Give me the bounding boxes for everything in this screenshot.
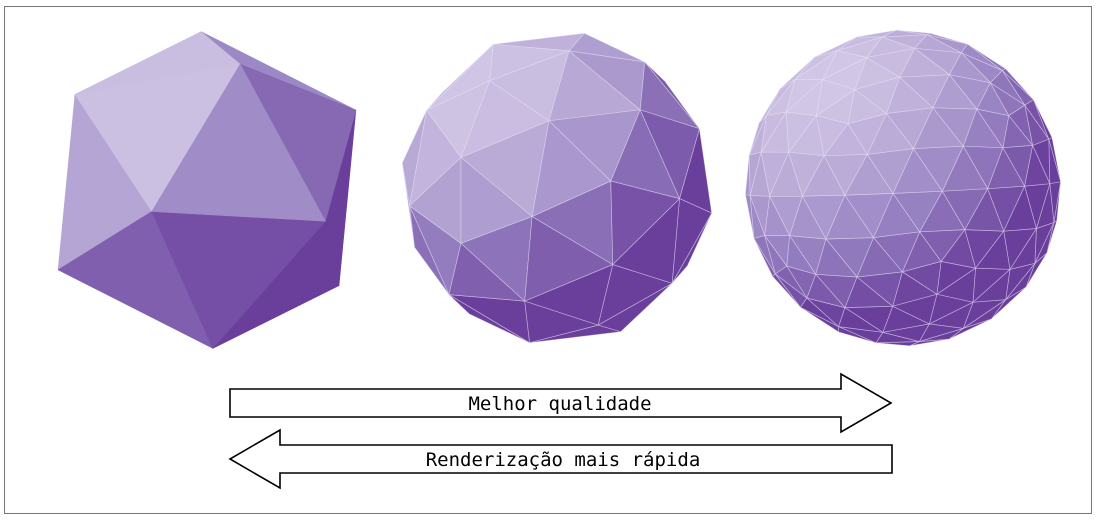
arrow-better-quality: Melhor qualidade [229, 372, 893, 434]
icosahedron-shape [57, 31, 357, 349]
geodesic-sphere-high-shape [745, 29, 1061, 347]
facet [892, 148, 943, 194]
arrow-left-shape [228, 428, 893, 490]
facet [1048, 138, 1061, 185]
arrow-faster-rendering: Renderização mais rápida [228, 428, 893, 490]
facet [448, 294, 530, 344]
arrow-right-label: Melhor qualidade [468, 393, 651, 415]
arrow-left-label: Renderização mais rápida [426, 449, 701, 471]
arrow-right-shape [229, 372, 893, 434]
facet [531, 120, 612, 217]
geodesic-sphere-medium-shape [401, 32, 713, 344]
facet [151, 64, 326, 222]
